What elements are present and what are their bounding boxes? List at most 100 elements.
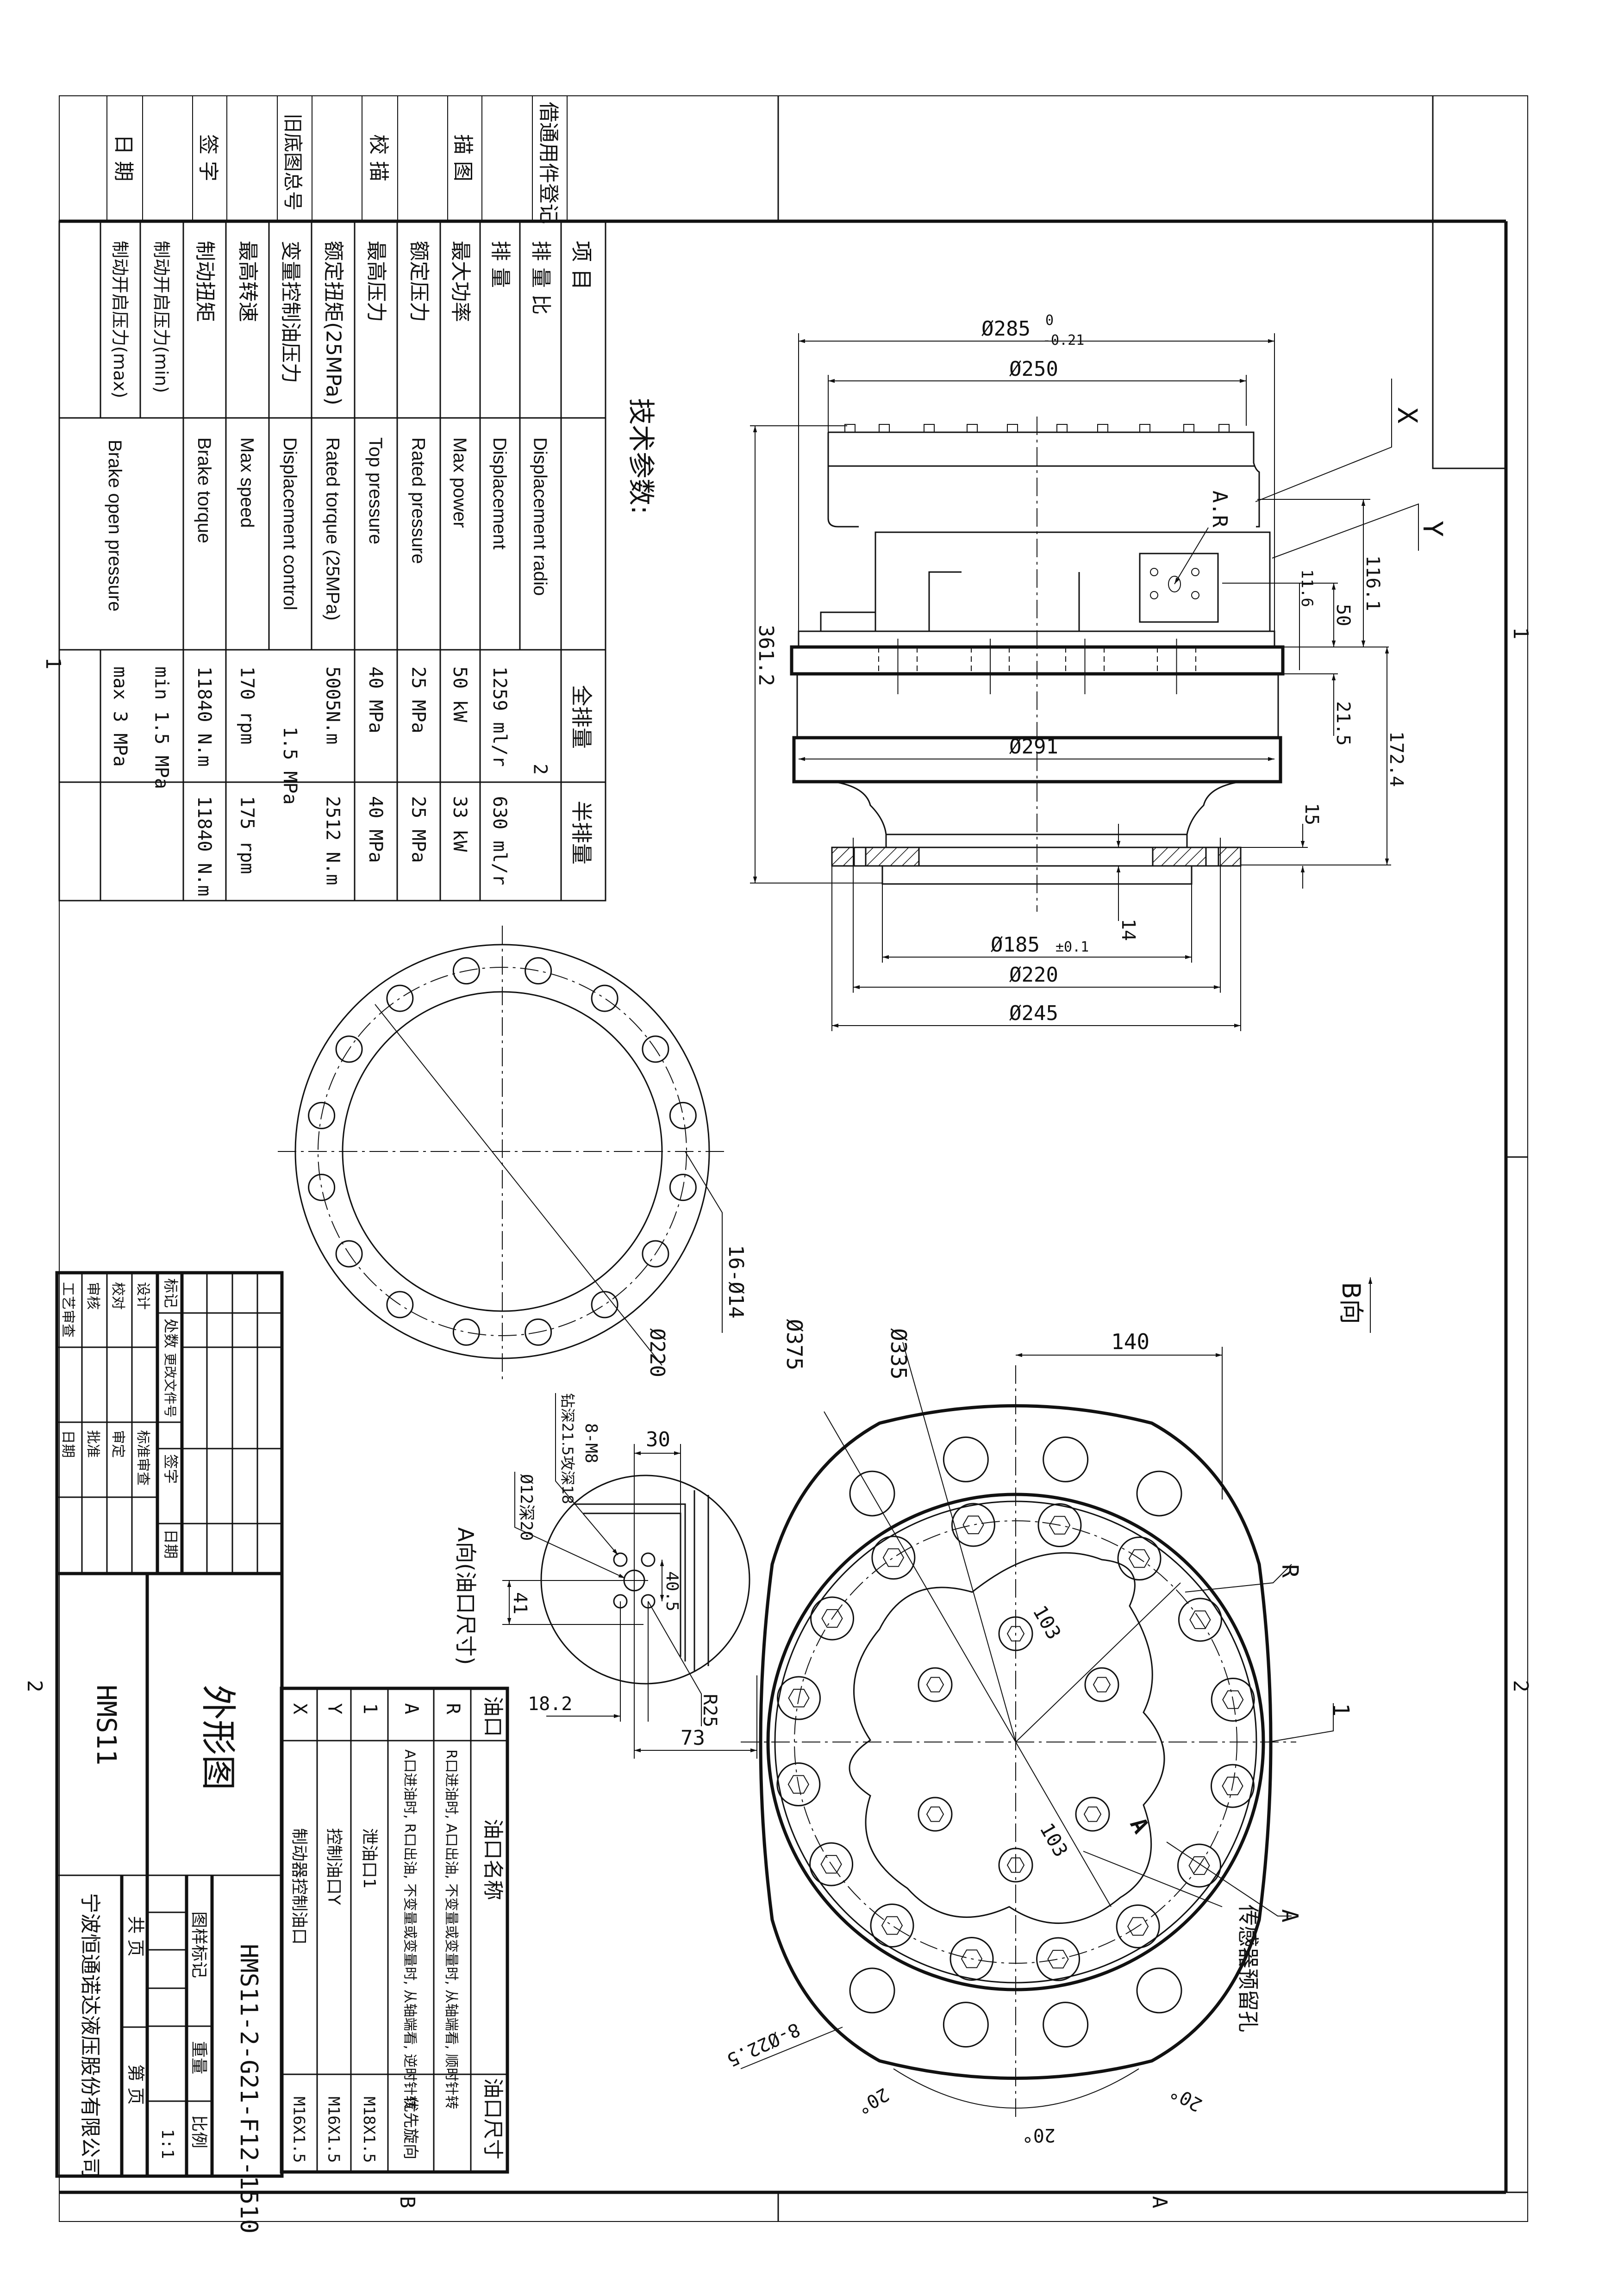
hex-socket-icon [1083, 1806, 1102, 1822]
pt-header-port: 油口 [481, 1696, 505, 1737]
dim-d285-tol-lower: -0.21 [1043, 332, 1084, 348]
hex-socket-icon [821, 1609, 843, 1628]
dim-d250: Ø250 [1009, 357, 1058, 381]
bolt-head [1218, 424, 1230, 433]
angle-103-upper: 103 [1028, 1602, 1065, 1643]
pt-port-code: Y [324, 1703, 345, 1714]
tp-param-half: 2512 N.m [322, 796, 344, 885]
tp-param-cn: 制动开启压力(min) [151, 241, 172, 393]
pt-port-name: 制动器控制油口 [290, 1828, 309, 1945]
tp-param-en: Brake torque [194, 437, 214, 543]
bolt-head [1097, 424, 1108, 433]
hex-socket-icon [1127, 1917, 1149, 1936]
tb-role: 审定 [110, 1430, 126, 1458]
tp-param-en: Rated torque (25MPa) [323, 437, 343, 621]
detail-bore: Ø12深20 [517, 1474, 536, 1541]
tb-role: 标准审查 [135, 1430, 151, 1486]
tp-param-half: 25 MPa [408, 796, 429, 863]
flange-bolt-hole [335, 1240, 363, 1268]
flange-bolt-hole [591, 984, 618, 1012]
inner-bolt-head [918, 1797, 953, 1832]
sheet-frame [59, 95, 1528, 2222]
detail-a-view: A向(油口尺寸) 30 8-M8 钻深21.5攻深18 Ø12深20 41 40… [453, 1393, 757, 1759]
strip-label-trace: 描 图 [451, 134, 475, 181]
dim-d285: Ø285 [981, 317, 1031, 341]
tb-drawing-no: HMS11-2-G21-F12-1510 [235, 1944, 262, 2234]
mounting-hole [943, 1436, 989, 1482]
tp-param-cn: 排 量 [488, 241, 512, 288]
dim-d185: Ø185 [991, 933, 1040, 957]
port-ar-label: A.R [1208, 491, 1231, 528]
detail-a-title: A向(油口尺寸) [453, 1527, 478, 1665]
dim-h15: 15 [1301, 803, 1322, 825]
tb-product: HMS11 [91, 1685, 122, 1766]
hex-socket-icon [962, 1515, 984, 1534]
tb-scale-label: 比例 [189, 2115, 208, 2148]
bolt-head [1139, 424, 1150, 433]
mounting-hole [943, 2002, 989, 2048]
zone-col-a: A [1148, 2196, 1171, 2209]
pt-port-code: X [289, 1703, 311, 1714]
tp-param-half: 40 MPa [365, 796, 386, 863]
holes-8-d22: 8-Ø22.5 [724, 2018, 803, 2071]
strip-label-signature: 签 字 [196, 134, 220, 181]
valve-housing [874, 531, 1271, 632]
strip-label-date: 日 期 [112, 134, 135, 181]
tp-param-value: 1.5 MPa [279, 727, 300, 805]
tb-weight-label: 重量 [189, 2041, 208, 2074]
port-a-label: A [1277, 1909, 1303, 1923]
zone-row-2-left: 2 [23, 1680, 46, 1692]
flange-bolt-hole [452, 957, 480, 985]
dim-h172: 172.4 [1386, 731, 1407, 787]
tp-param-full: 170 rpm [237, 666, 258, 745]
b-view-label: B向 [1337, 1282, 1366, 1324]
mounting-hole [1043, 1436, 1089, 1482]
port-x-label: X [1392, 407, 1423, 423]
mounting-hole [1043, 2002, 1089, 2048]
port-1-label: 1 [1328, 1703, 1354, 1717]
cover-bolt-head [949, 1936, 994, 1981]
tp-header-half: 半排量 [569, 801, 594, 865]
pt-port-name: R口进油时, A口出油, 不变量或变量时, 从轴端看, 顺时针转 [443, 1749, 459, 2109]
tb-role: 工艺审查 [60, 1282, 76, 1338]
hex-socket-icon [1006, 1857, 1025, 1873]
inner-bolt-head [1084, 1667, 1119, 1702]
cover-bolt-head [871, 1536, 916, 1580]
flange-bolt-hole [642, 1035, 669, 1063]
pt-port-code: A [401, 1703, 422, 1714]
detail-dim-73: 73 [681, 1726, 705, 1750]
cover-bolt-head [951, 1503, 995, 1547]
flange-bolt-hole [335, 1035, 363, 1063]
mounting-hole [849, 1470, 895, 1517]
dim-d245: Ø245 [1009, 1002, 1058, 1025]
tp-param-en: Top pressure [365, 437, 386, 544]
tb-role: 审核 [85, 1282, 101, 1310]
mounting-lobe-profile [759, 1404, 1273, 2080]
pt-header-name: 油口名称 [481, 1819, 505, 1900]
flange-bolt-hole [525, 957, 552, 985]
zone-row-1-left: 1 [41, 657, 65, 670]
bolt-head [1056, 424, 1068, 433]
flange-bolt-hole [386, 1291, 414, 1319]
tp-param-value: 2 [530, 764, 551, 775]
tb-role: 批准 [85, 1430, 101, 1458]
detail-dim-18-2: 18.2 [528, 1693, 572, 1715]
dim-h21-5: 21.5 [1332, 701, 1354, 746]
zone-col-b: B [395, 2196, 419, 2209]
flange-bolt-hole [591, 1291, 618, 1319]
pt-port-size: M16X1.5 [290, 2097, 308, 2163]
cover-bolt-head [776, 1762, 821, 1807]
pt-port-size: 优先旋向 [401, 2097, 420, 2159]
bottom-view: B向 140 Ø375 Ø335 R 1 A A 传感器预留孔 103 103 … [724, 1277, 1373, 2146]
hex-socket-icon [1049, 1516, 1071, 1535]
hex-socket-icon [926, 1677, 944, 1692]
flange-bolt-hole [308, 1174, 336, 1201]
angle-20-center: 20° [1022, 2124, 1056, 2146]
strip-label-register: 借通用件登记 [537, 102, 560, 224]
flange-bolt-hole [525, 1318, 552, 1346]
bolt-head [1183, 424, 1194, 433]
cover-bolt-head [1211, 1677, 1255, 1722]
